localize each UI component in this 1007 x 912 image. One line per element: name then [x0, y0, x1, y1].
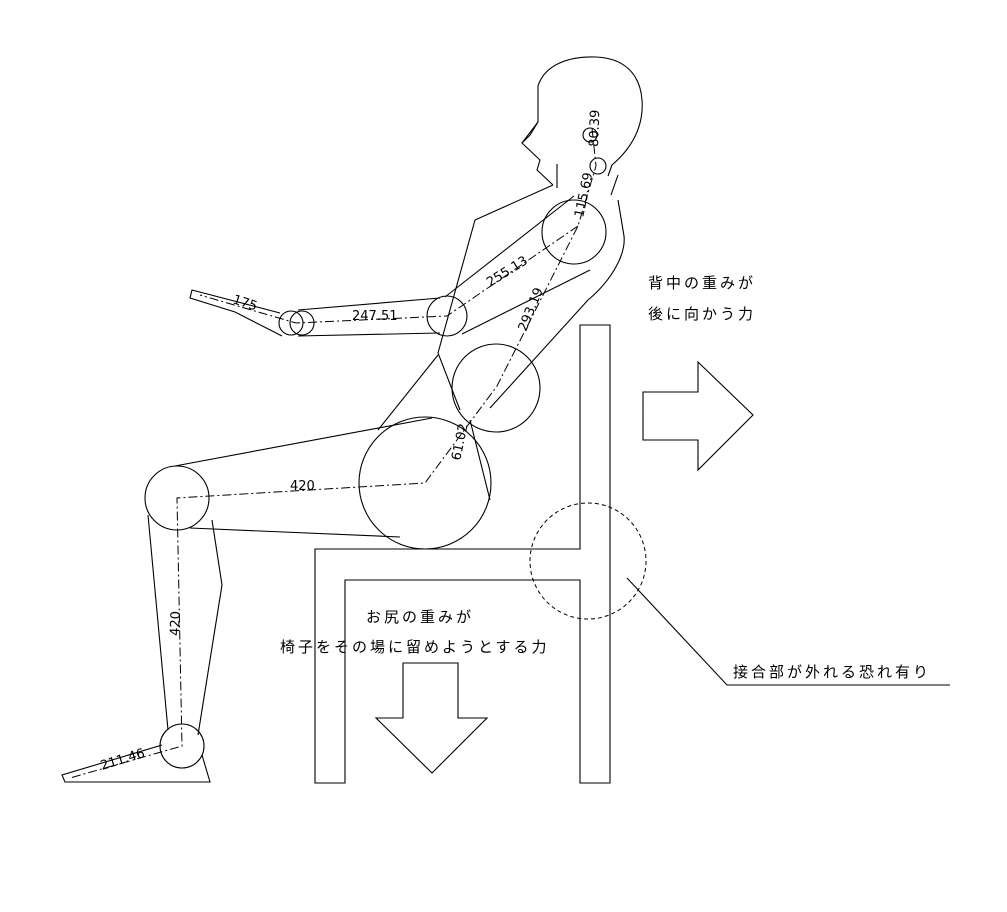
elbow-joint	[426, 295, 468, 337]
skeleton-line	[69, 127, 597, 779]
dim-upper-arm: 255.13	[484, 254, 531, 291]
hip-joint	[358, 416, 492, 550]
back-force-caption-1: 背中の重みが	[648, 274, 756, 292]
hip-force-caption-1: お尻の重みが	[366, 608, 474, 626]
upper-arm-outline	[489, 199, 625, 409]
dim-foot: 211.46	[99, 746, 147, 774]
dim-pelvis: 61.02	[449, 422, 471, 462]
head-outline	[521, 56, 643, 177]
forearm-top	[297, 297, 441, 311]
seated-figure	[61, 56, 643, 783]
shoulder-joint	[541, 199, 607, 265]
arm-skeleton-line	[199, 225, 579, 324]
arm-top-edge	[444, 195, 575, 298]
shin-front	[147, 514, 169, 731]
calf-lower	[197, 584, 223, 736]
head-joint	[582, 127, 598, 143]
torso-outline	[437, 184, 554, 411]
hip-back	[469, 419, 491, 501]
dimension-labels: 80.39 115.69 255.13 293.19 61.02 247.51 …	[99, 109, 604, 773]
chair-frame	[314, 324, 611, 784]
wrist-joint-b	[289, 310, 315, 336]
arm-bottom-edge	[461, 269, 591, 335]
hip-front	[377, 354, 439, 431]
dim-hand: 175	[231, 293, 259, 315]
chair	[314, 324, 611, 784]
knee-joint	[144, 465, 210, 531]
dim-forearm: 247.51	[352, 309, 398, 324]
joint-warning-circle	[529, 502, 647, 620]
waist-joint	[451, 343, 541, 433]
arrow-down-icon	[374, 662, 489, 774]
neck-back	[610, 174, 619, 196]
dim-thigh: 420	[290, 479, 315, 494]
arrow-right-icon	[642, 360, 754, 472]
hand-outline	[189, 289, 283, 337]
joint-warning-caption: 接合部が外れる恐れ有り	[733, 663, 931, 681]
dim-neck: 115.69	[572, 171, 596, 219]
neck-joint	[589, 157, 607, 175]
hip-force-caption-2: 椅子をその場に留めようとする力	[280, 638, 550, 656]
back-force-caption-2: 後に向かう力	[648, 305, 756, 323]
thigh-bottom	[189, 527, 401, 538]
wrist-joint-a	[278, 310, 304, 336]
dim-head: 80.39	[587, 109, 603, 147]
calf-upper	[211, 519, 223, 586]
foot-outline	[61, 744, 211, 783]
dim-torso: 293.19	[516, 286, 547, 334]
thigh-top	[174, 417, 433, 467]
dim-shin: 420	[168, 611, 184, 636]
face-outline	[521, 121, 554, 186]
forearm-bottom	[297, 332, 441, 337]
warning-leader-line	[626, 577, 950, 686]
